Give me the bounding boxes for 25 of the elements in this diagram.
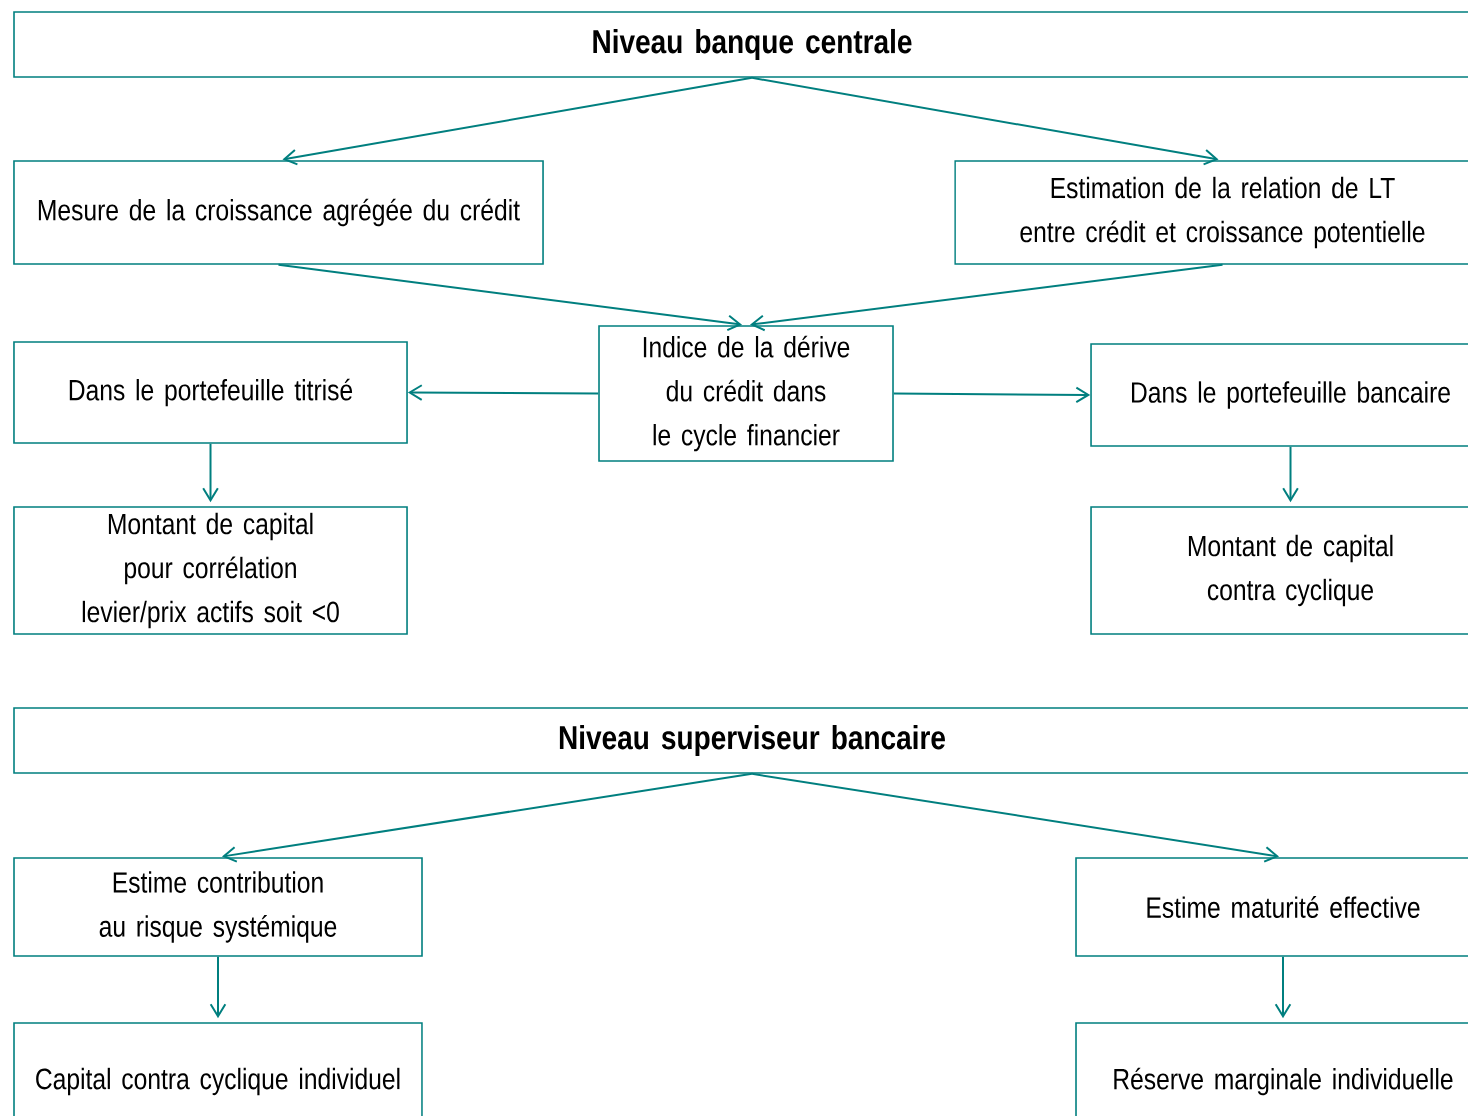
process-box: Dans le portefeuille bancaire [1090,343,1468,447]
process-box: Indice de la dérive du crédit dans le cycle financier [598,325,894,462]
arrow [277,263,743,332]
process-box: Estime maturité effective [1075,857,1468,957]
arrow [1274,955,1292,1019]
process-box: Montant de capital contra cyclique [1090,506,1468,635]
arrow [407,384,600,401]
arrow [892,386,1091,404]
arrow [749,263,1224,332]
process-box: Montant de capital pour corrélation levier/prix actifs soit <0 [13,506,408,635]
arrow [221,772,753,863]
process-box: Mesure de la croissance agrégée du crédit [13,160,544,265]
arrow [209,955,227,1019]
process-box: Réserve marginale individuelle [1075,1022,1468,1116]
heading-box: Niveau superviseur bancaire [13,707,1468,774]
arrow [751,76,1219,166]
process-box: Estimation de la relation de LT entre crédit et croissance potentielle [954,160,1468,265]
heading-box: Niveau banque centrale [13,11,1468,78]
arrow [282,76,753,166]
process-box: Dans le portefeuille titrisé [13,341,408,444]
arrow [751,772,1280,863]
process-box: Estime contribution au risque systémique [13,857,423,957]
arrow [202,442,219,503]
arrow [1282,445,1299,503]
process-box: Capital contra cyclique individuel [13,1022,423,1116]
